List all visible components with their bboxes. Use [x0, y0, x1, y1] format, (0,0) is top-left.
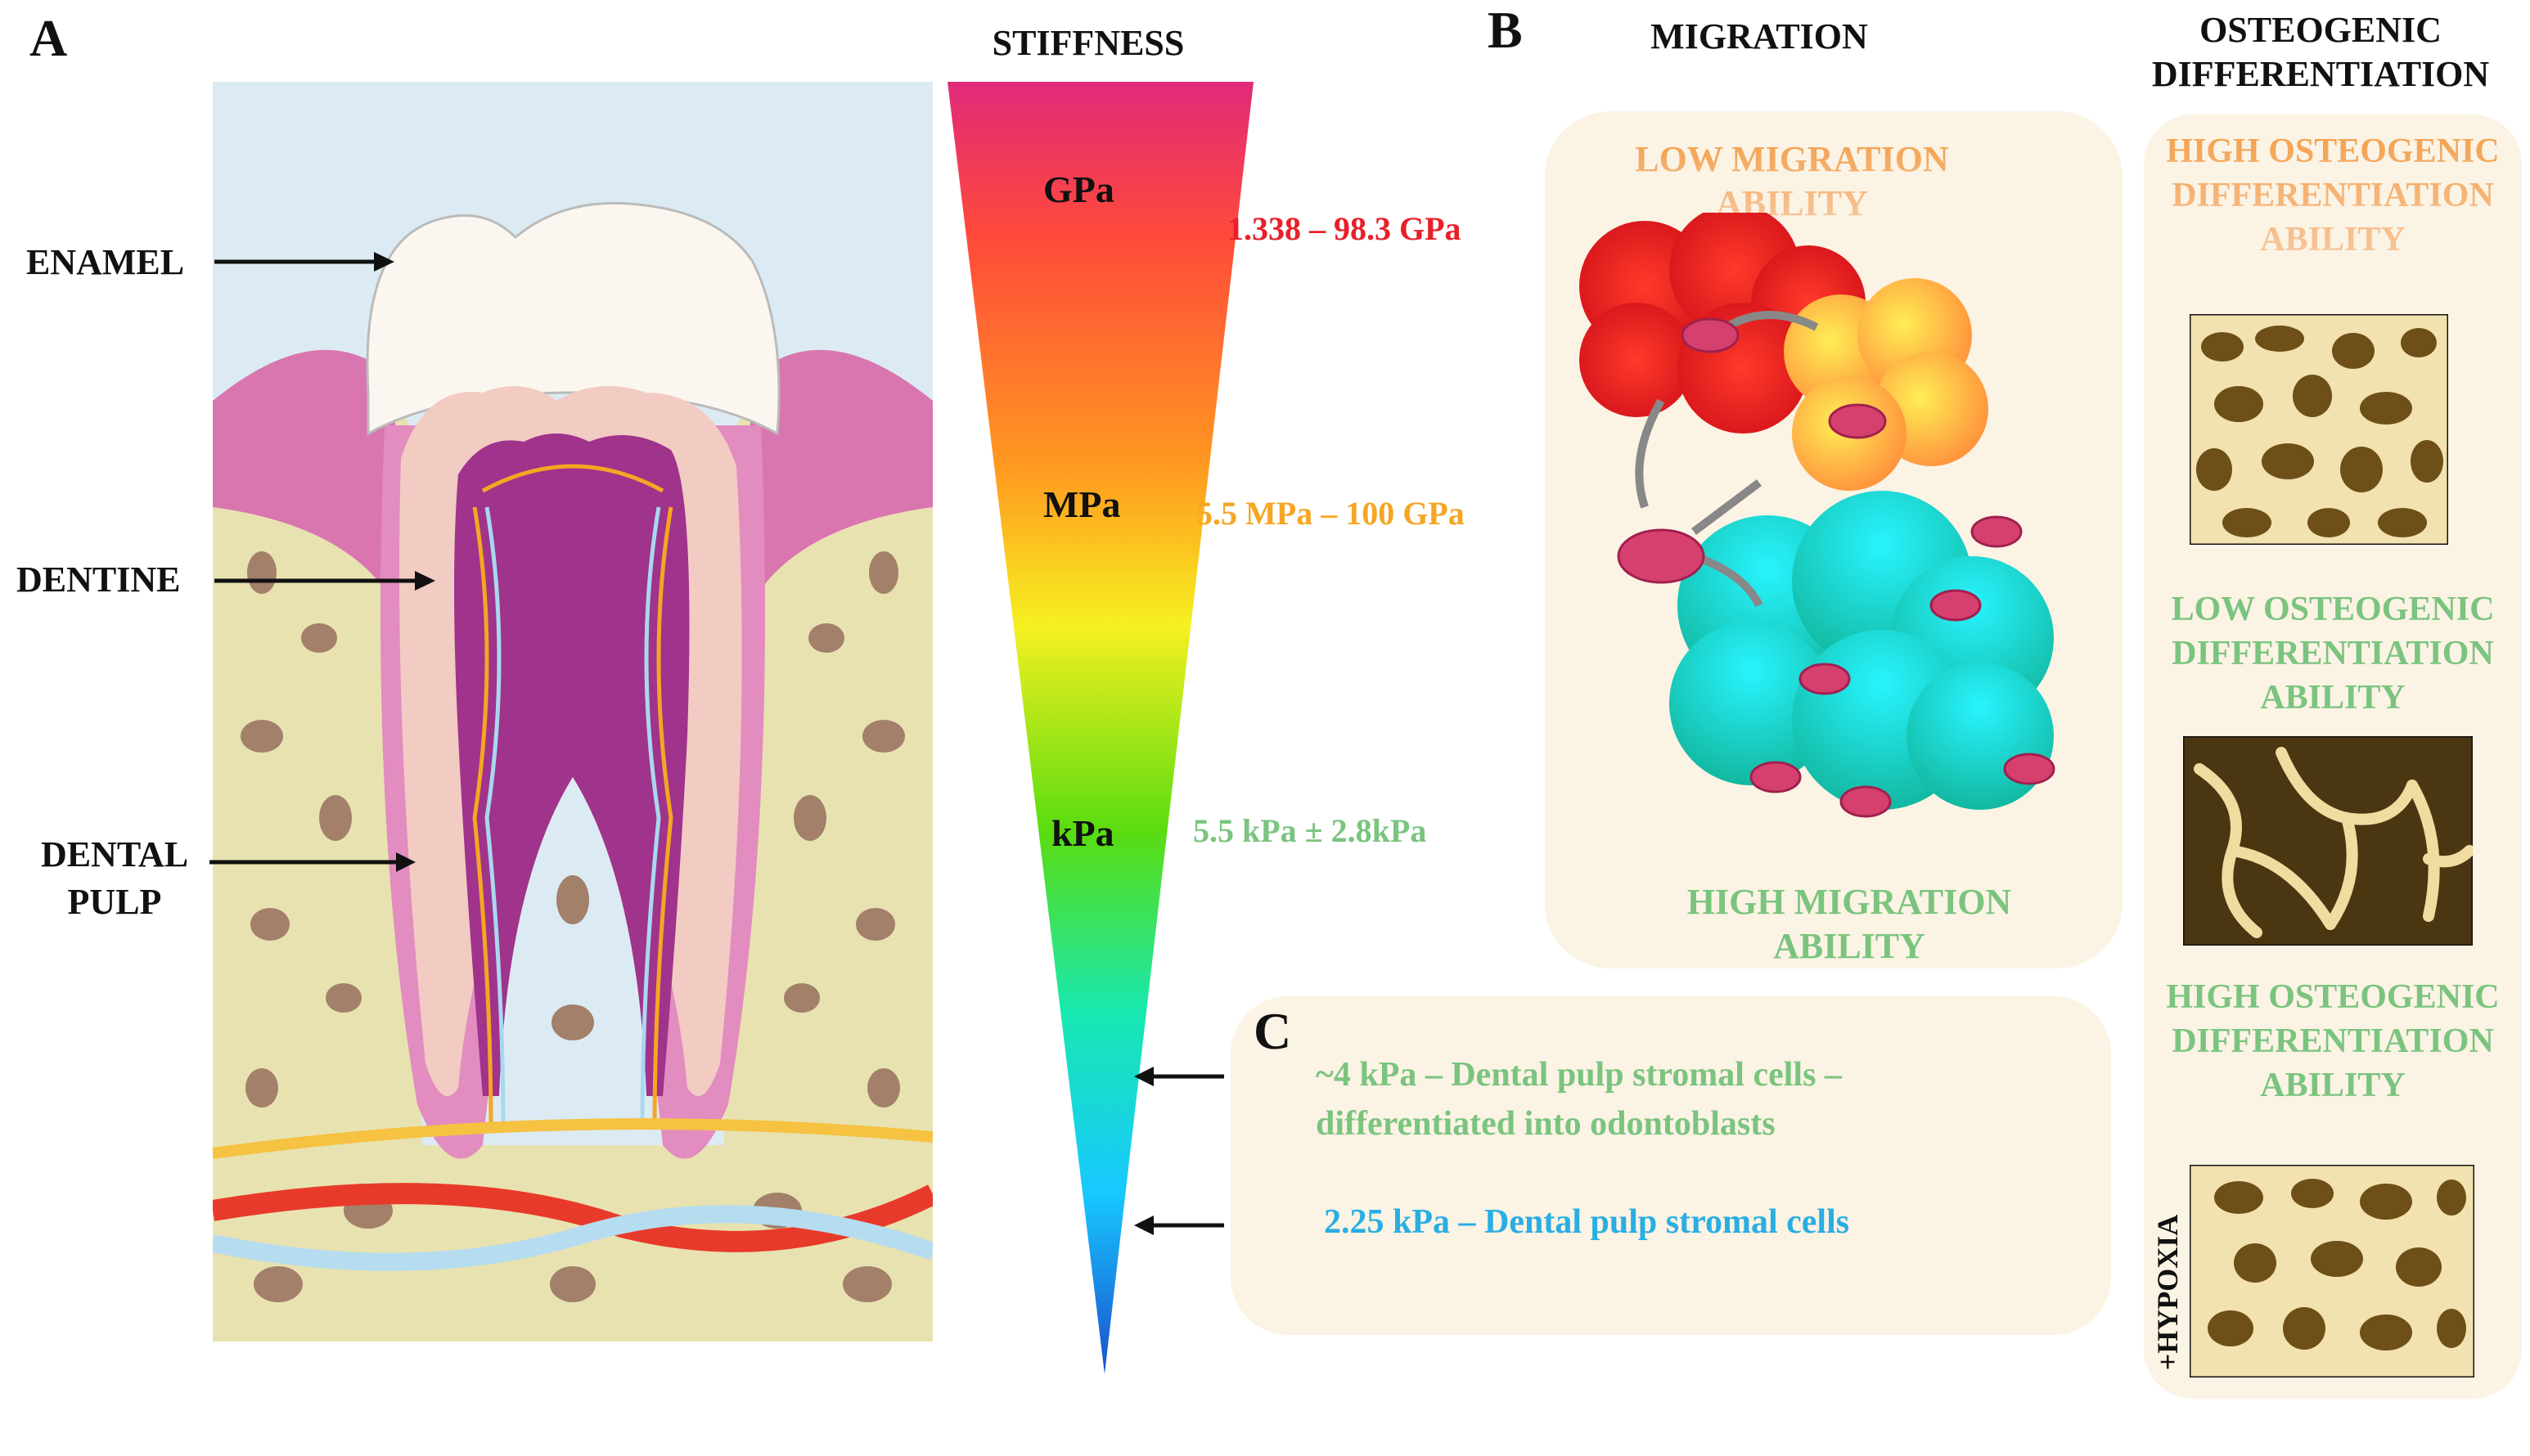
bone-texture-low [2183, 736, 2473, 946]
cell [1839, 785, 1892, 818]
stiffness-value-gpa: 1.338 – 98.3 GPa [1227, 210, 1461, 247]
high-migration-label: HIGH MIGRATION ABILITY [1628, 880, 2070, 968]
high-osteogenic-bottom-label: HIGH OSTEOGENIC DIFFERENTIATION ABILITY [2147, 975, 2519, 1108]
stiffness-value-mpa: 5.5 MPa – 100 GPa [1196, 495, 1465, 532]
dental-pulp-label: DENTAL PULP [25, 831, 205, 926]
cell [2003, 753, 2055, 785]
tooth-illustration [213, 82, 933, 1341]
panel-c-box [1231, 996, 2111, 1335]
low-migration-line1: LOW MIGRATION [1635, 139, 1949, 179]
panel-a-letter: A [29, 9, 68, 67]
high-osteogenic-top-line3: ABILITY [2260, 221, 2406, 258]
high-migration-line2: ABILITY [1773, 926, 1925, 966]
migration-illustration [1579, 213, 2055, 818]
cell [1681, 317, 1740, 353]
low-osteogenic-line3: ABILITY [2260, 679, 2406, 717]
cell [1929, 589, 1982, 622]
dentine-label: DENTINE [16, 559, 181, 600]
cell [1749, 761, 1802, 793]
low-osteogenic-label: LOW OSTEOGENIC DIFFERENTIATION ABILITY [2147, 587, 2519, 720]
panel-c-line1: ~4 kPa – Dental pulp stromal cells – [1316, 1056, 1842, 1094]
arrow-2-25kpa [1134, 1216, 1224, 1235]
arrow-4kpa [1134, 1067, 1224, 1086]
panel-c-line2: differentiated into odontoblasts [1316, 1105, 1776, 1143]
low-osteogenic-line1: LOW OSTEOGENIC [2171, 591, 2495, 628]
stiffness-value-kpa: 5.5 kPa ± 2.8kPa [1193, 812, 1427, 849]
high-osteogenic-bottom-line3: ABILITY [2260, 1067, 2406, 1104]
bone-texture-high-top [2190, 314, 2448, 545]
medium-matrix-cloud [1784, 278, 1988, 491]
dental-pulp-line1: DENTAL [40, 834, 189, 874]
dental-pulp-line2: PULP [67, 882, 162, 922]
dental-pulp-arrow [209, 852, 416, 872]
bone-texture-high-hypoxia [2190, 1165, 2474, 1377]
osteogenic-title: OSTEOGENIC DIFFERENTIATION [2124, 8, 2517, 97]
high-osteogenic-bottom-line1: HIGH OSTEOGENIC [2166, 978, 2500, 1016]
cell [1970, 515, 2023, 548]
high-osteogenic-bottom-line2: DIFFERENTIATION [2172, 1022, 2494, 1060]
enamel-arrow [214, 252, 394, 272]
stiffness-title: STIFFNESS [992, 23, 1185, 63]
stiffness-unit-gpa: GPa [1043, 169, 1114, 210]
osteogenic-title-line1: OSTEOGENIC [2199, 10, 2442, 50]
panel-c-letter: C [1254, 1002, 1292, 1060]
panel-b-letter: B [1488, 1, 1523, 59]
high-migration-line1: HIGH MIGRATION [1686, 882, 2012, 922]
enamel-label: ENAMEL [26, 242, 185, 282]
migration-title: MIGRATION [1650, 16, 1868, 56]
hypoxia-label: +HYPOXIA [2151, 1214, 2184, 1371]
high-osteogenic-top-label: HIGH OSTEOGENIC DIFFERENTIATION ABILITY [2147, 129, 2519, 262]
cell [1798, 663, 1851, 695]
osteogenic-title-line2: DIFFERENTIATION [2151, 54, 2490, 94]
cell [1828, 403, 1887, 439]
stiffness-gradient-triangle [948, 82, 1254, 1374]
high-osteogenic-top-line1: HIGH OSTEOGENIC [2166, 133, 2500, 170]
stiffness-unit-kpa: kPa [1051, 812, 1114, 854]
panel-c-line3: 2.25 kPa – Dental pulp stromal cells [1324, 1203, 1850, 1241]
stiffness-unit-mpa: MPa [1043, 483, 1121, 525]
cell [1617, 528, 1705, 584]
dentine-arrow [214, 571, 435, 591]
high-osteogenic-top-line2: DIFFERENTIATION [2172, 177, 2494, 214]
low-osteogenic-line2: DIFFERENTIATION [2172, 635, 2494, 672]
